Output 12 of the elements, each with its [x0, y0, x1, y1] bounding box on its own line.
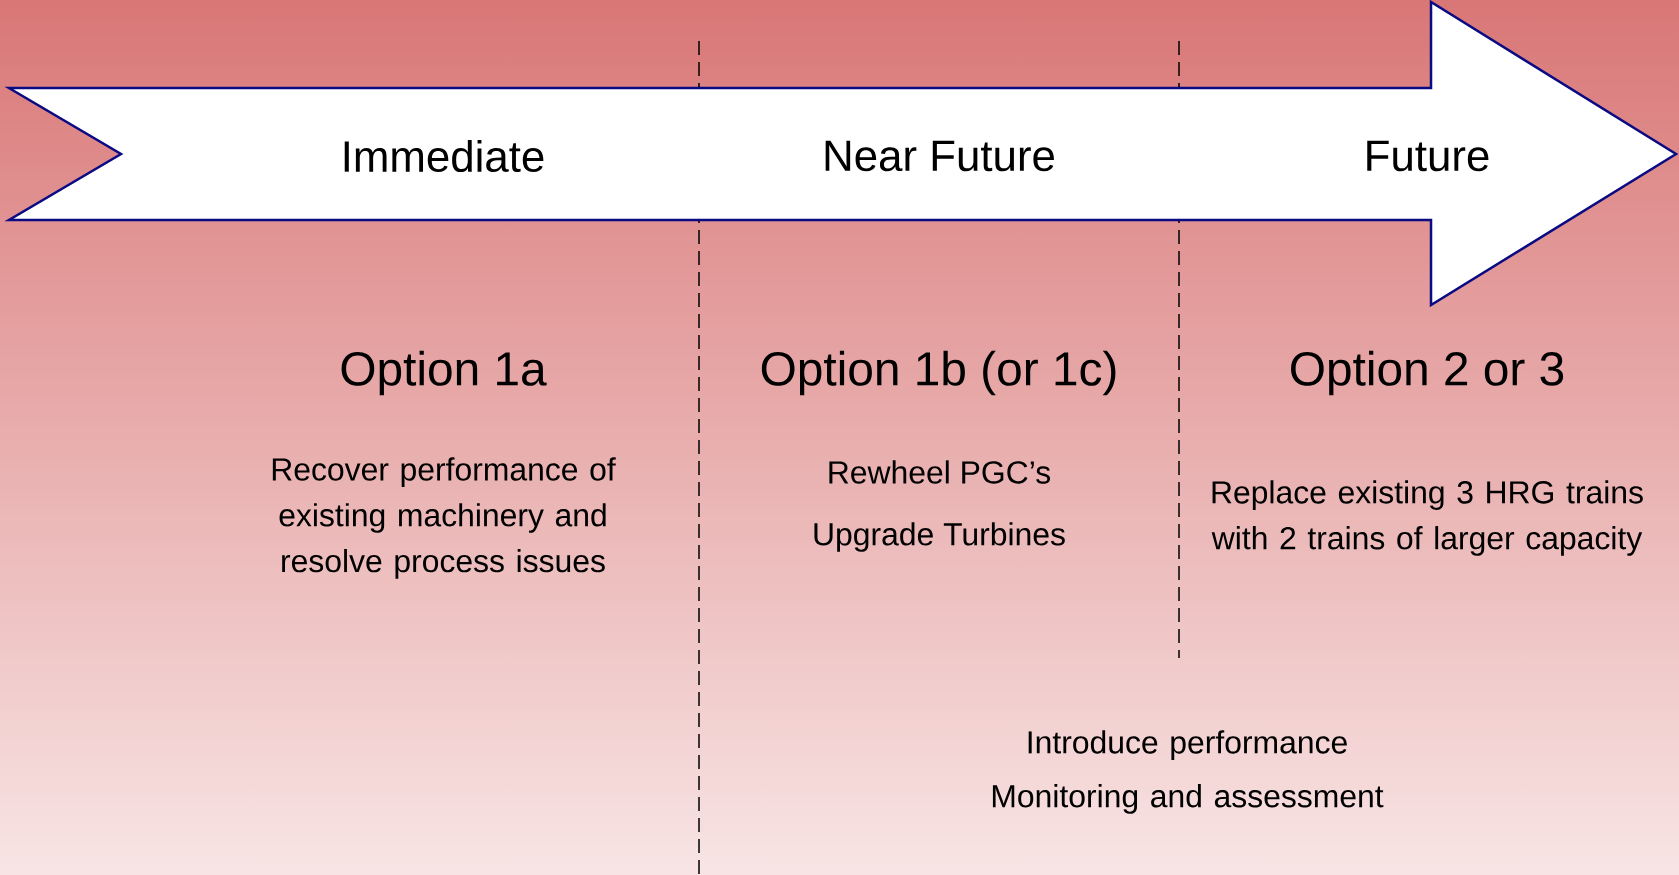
option-heading: Option 1a — [341, 350, 547, 396]
phase-label: Immediate — [344, 139, 544, 173]
phase-label: Future — [1367, 140, 1489, 172]
description-text: Introduce performance Monitoring and assessment — [992, 730, 1384, 814]
description-text: Replace existing 3 HRG trains with 2 trains of larger capacity — [1211, 480, 1643, 556]
timeline-arrow — [4, 0, 1679, 308]
description-text: Rewheel PGC’s — [829, 460, 1051, 484]
option-heading: Option 1b (or 1c) — [761, 350, 1116, 396]
description-text: Upgrade Turbines — [814, 522, 1065, 552]
option-heading: Option 2 or 3 — [1291, 350, 1564, 396]
description-text: Recover performance of existing machinery and resolve process issues — [272, 457, 616, 579]
phase-label: Near Future — [825, 140, 1054, 172]
